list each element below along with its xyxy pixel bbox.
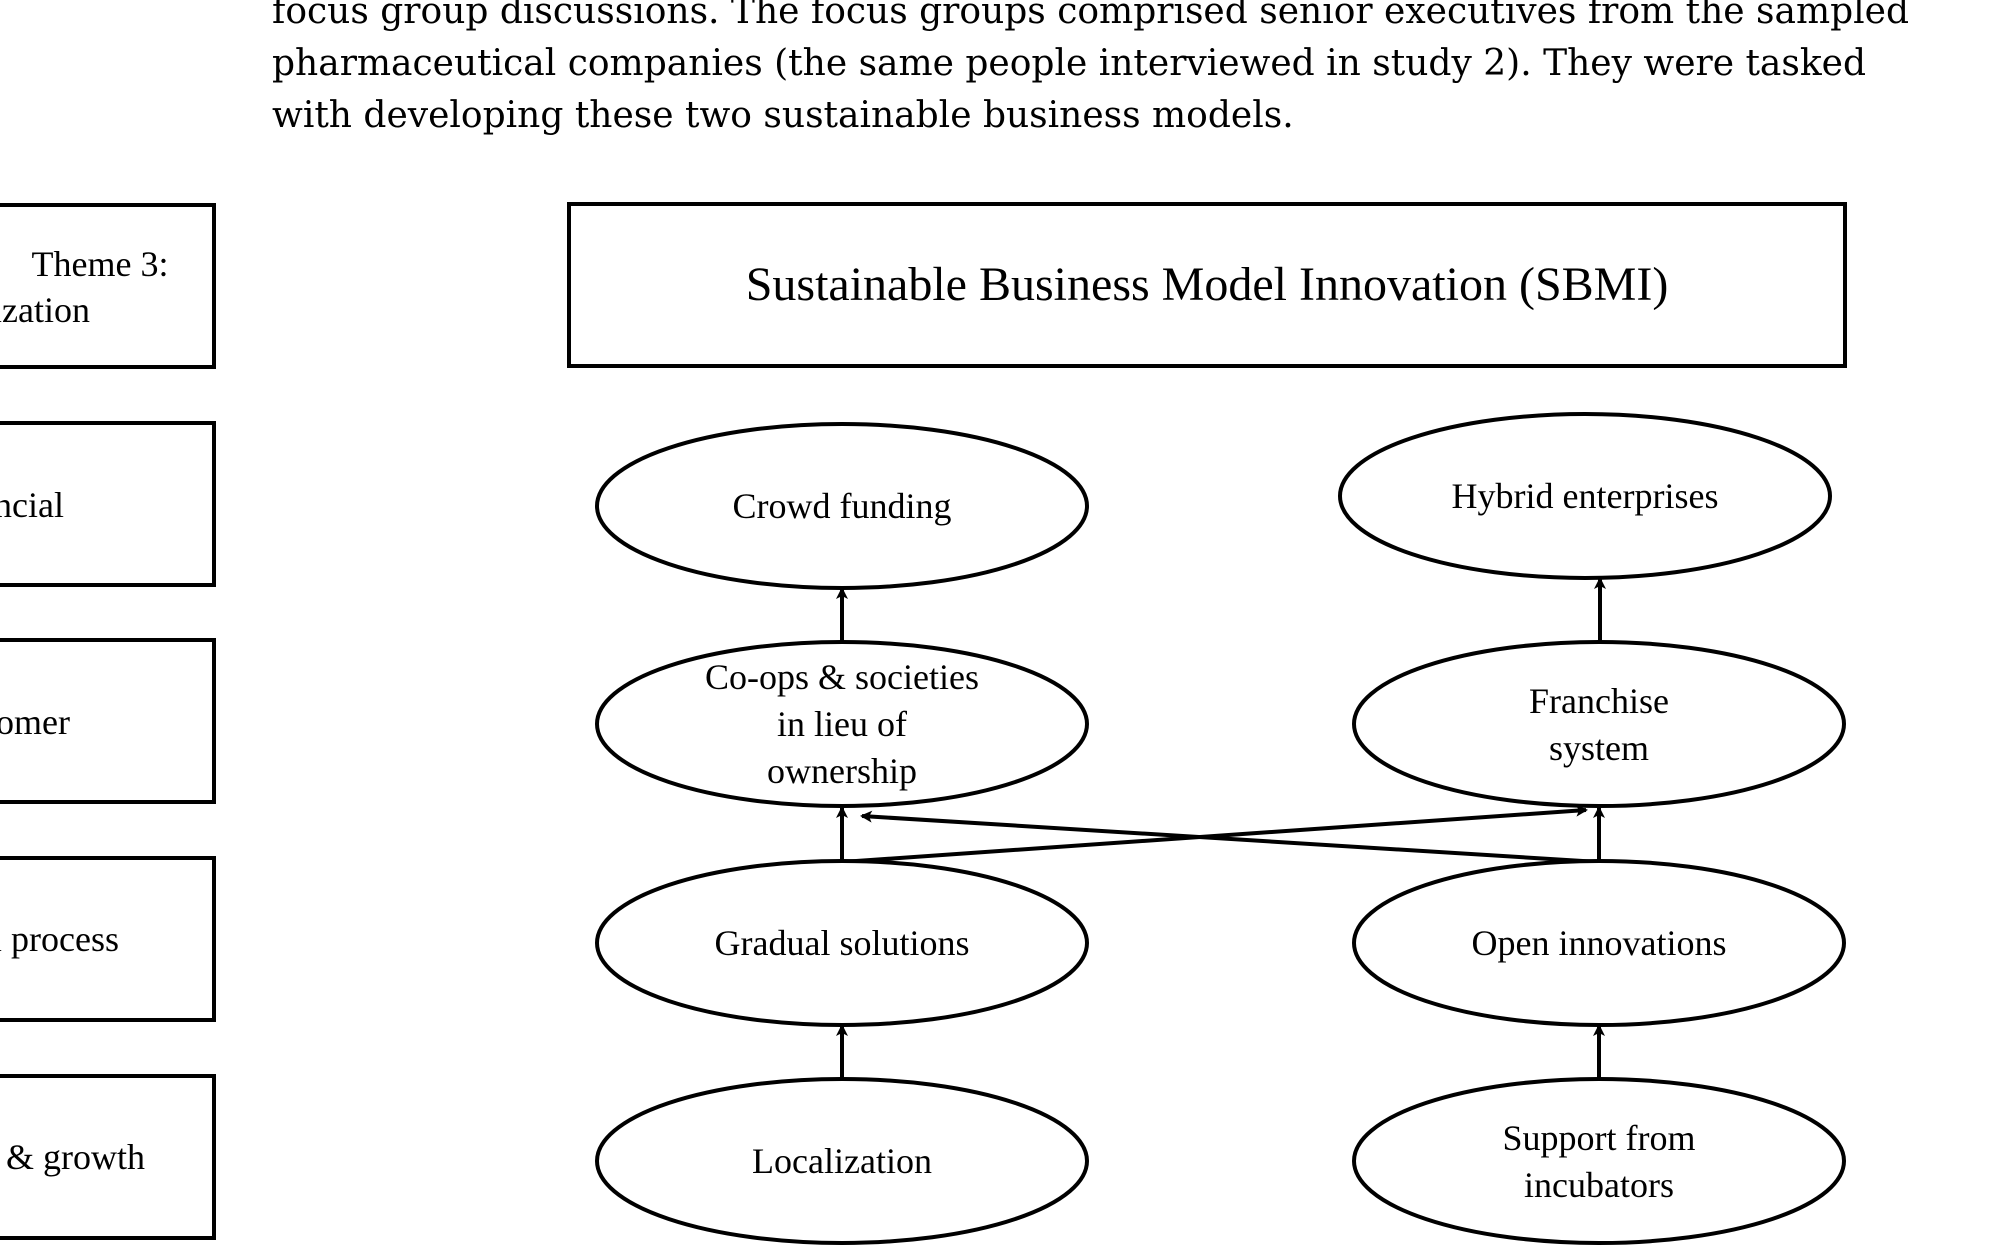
node-crowd-funding-label: Crowd funding — [733, 486, 952, 526]
node-franchise-system-line-2: system — [1549, 728, 1649, 768]
theme-box-4-label: l process — [0, 919, 119, 959]
node-support-incubators-line-1: Support from — [1503, 1118, 1696, 1158]
node-support-incubators-line-2: incubators — [1524, 1165, 1674, 1205]
left-theme-column: Theme 3: ization ncial omer l process & … — [0, 203, 216, 1240]
intro-paragraph: focus group discussions. The focus group… — [272, 0, 1992, 142]
theme-box-2: ncial — [0, 421, 216, 587]
node-franchise-system-line-1: Franchise — [1529, 681, 1669, 721]
sbmi-title-box: Sustainable Business Model Innovation (S… — [567, 202, 1847, 368]
connectors — [836, 577, 1606, 1080]
node-coops: Co-ops & societies in lieu of ownership — [595, 640, 1089, 808]
theme-box-2-label: ncial — [0, 485, 64, 525]
node-gradual-solutions-label: Gradual solutions — [715, 923, 970, 963]
sbmi-title: Sustainable Business Model Innovation (S… — [746, 258, 1669, 311]
node-crowd-funding: Crowd funding — [595, 422, 1089, 590]
paragraph-line: focus group discussions. The focus group… — [272, 0, 1909, 32]
theme-box-4: l process — [0, 856, 216, 1022]
node-gradual-solutions: Gradual solutions — [595, 859, 1089, 1027]
node-coops-line-1: Co-ops & societies — [705, 657, 979, 697]
theme-box-1-line-2: ization — [0, 290, 90, 330]
node-localization-label: Localization — [752, 1141, 932, 1181]
theme-box-5: & growth — [0, 1074, 216, 1240]
node-open-innovations: Open innovations — [1352, 859, 1846, 1027]
node-coops-line-2: in lieu of — [777, 704, 907, 744]
node-franchise-system: Franchise system — [1352, 640, 1846, 808]
theme-box-3: omer — [0, 638, 216, 804]
arrow-open-to-coops — [860, 810, 1600, 864]
paragraph-line: with developing these two sustainable bu… — [272, 95, 1294, 136]
node-localization: Localization — [595, 1077, 1089, 1245]
theme-box-5-label: & growth — [6, 1137, 145, 1177]
theme-box-1: Theme 3: ization — [0, 203, 216, 369]
node-hybrid-enterprises: Hybrid enterprises — [1338, 412, 1832, 580]
theme-box-3-label: omer — [0, 702, 70, 742]
node-hybrid-enterprises-label: Hybrid enterprises — [1452, 476, 1719, 516]
node-coops-line-3: ownership — [767, 751, 917, 791]
paragraph-line: pharmaceutical companies (the same peopl… — [272, 43, 1867, 84]
theme-box-1-line-1: Theme 3: — [32, 244, 169, 284]
node-support-incubators: Support from incubators — [1352, 1077, 1846, 1245]
node-open-innovations-label: Open innovations — [1472, 923, 1727, 963]
